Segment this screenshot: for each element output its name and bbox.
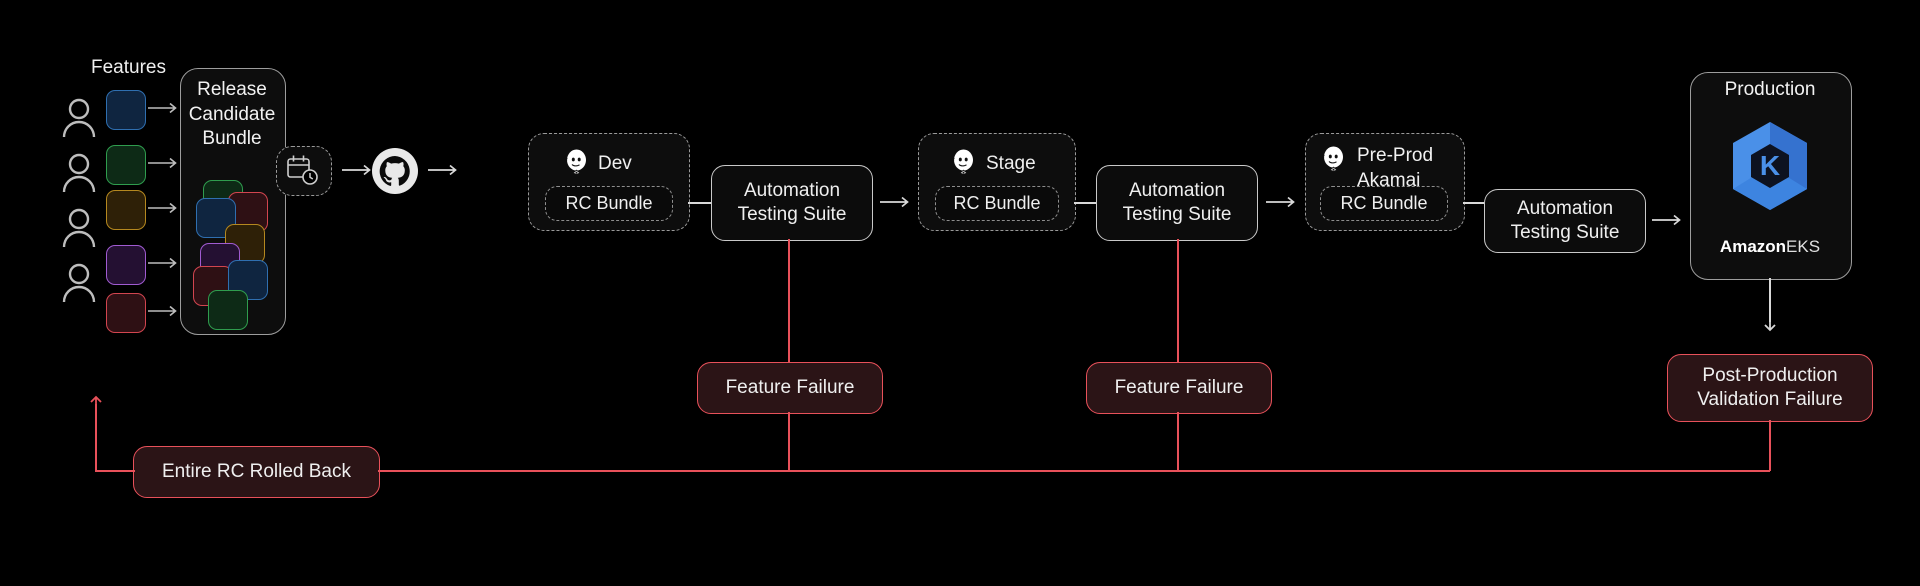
rollback-arrow-icon [88,394,104,415]
feature-tile-2[interactable] [106,145,146,185]
feature-arrow-icon [148,201,182,220]
person-icon [60,263,98,303]
person-icon [60,153,98,193]
rollback-box[interactable]: Entire RC Rolled Back [133,446,380,498]
production-down-arrow-icon [1762,318,1778,337]
test-suite-label: Automation Testing Suite [737,180,847,225]
person-icon [60,98,98,138]
failure-dev[interactable]: Feature Failure [697,362,883,414]
test-suite-label: Automation Testing Suite [1510,198,1620,243]
artifact-label: RC Bundle [953,193,1041,213]
jenkins-icon [950,148,977,183]
stage-stage-artifact[interactable]: RC Bundle [935,186,1059,221]
flow-arrow-icon [880,195,914,214]
stage-dev-label: Dev [598,153,632,174]
feature-tile-5[interactable] [106,293,146,333]
jenkins-icon [1320,145,1347,180]
feature-tile-4[interactable] [106,245,146,285]
failure-stage[interactable]: Feature Failure [1086,362,1272,414]
failure-connector-line [1769,420,1771,471]
calendar-clock-icon [286,154,320,191]
failure-label: Feature Failure [1114,377,1244,399]
test-suite-stage[interactable]: Automation Testing Suite [1096,165,1258,241]
stage-dev-artifact[interactable]: RC Bundle [545,186,673,221]
rollback-return-line [95,404,97,472]
rollback-label: Entire RC Rolled Back [161,461,352,483]
platform-brand: Amazon [1719,237,1787,256]
bundle-tile [208,290,248,330]
test-suite-label: Automation Testing Suite [1122,180,1232,225]
rollback-return-line [95,470,135,472]
production-title: Production [1724,79,1816,100]
scheduler-box[interactable] [276,146,332,196]
features-label: Features [91,57,166,78]
failure-label: Feature Failure [725,377,855,399]
failure-connector-line [788,412,790,471]
connector-line [688,202,711,204]
person-icon [60,208,98,248]
failure-production[interactable]: Post-Production Validation Failure [1667,354,1873,422]
feature-tile-1[interactable] [106,90,146,130]
flow-arrow-icon [342,163,376,182]
connector-line [1463,202,1484,204]
production-platform-label: AmazonEKS [1690,237,1850,257]
jenkins-icon [563,148,590,183]
failure-connector-line [1177,412,1179,471]
rollback-bus-line [378,470,1770,472]
stage-preprod-label: Pre-Prod Akamai [1357,145,1434,191]
failure-connector-line [788,239,790,362]
connector-line [1074,202,1096,204]
feature-tile-3[interactable] [106,190,146,230]
github-icon[interactable] [372,148,418,199]
feature-arrow-icon [148,256,182,275]
bundle-title: Release Candidate Bundle [188,79,276,150]
platform-name: EKS [1786,237,1821,256]
flow-arrow-icon [1266,195,1300,214]
artifact-label: RC Bundle [565,193,653,213]
flow-arrow-icon [428,163,462,182]
stage-stage-label: Stage [986,153,1036,174]
failure-label: Post-Production Validation Failure [1697,365,1843,410]
svg-text:K: K [1760,150,1780,181]
failure-connector-line [1177,239,1179,362]
stage-preprod-artifact[interactable]: RC Bundle [1320,186,1448,221]
test-suite-dev[interactable]: Automation Testing Suite [711,165,873,241]
flow-arrow-icon [1652,213,1686,232]
feature-arrow-icon [148,101,182,120]
production-down-line [1769,278,1771,322]
feature-arrow-icon [148,156,182,175]
feature-arrow-icon [148,304,182,323]
artifact-label: RC Bundle [1340,193,1428,213]
test-suite-preprod[interactable]: Automation Testing Suite [1484,189,1646,253]
amazon-eks-icon: K [1725,118,1815,219]
